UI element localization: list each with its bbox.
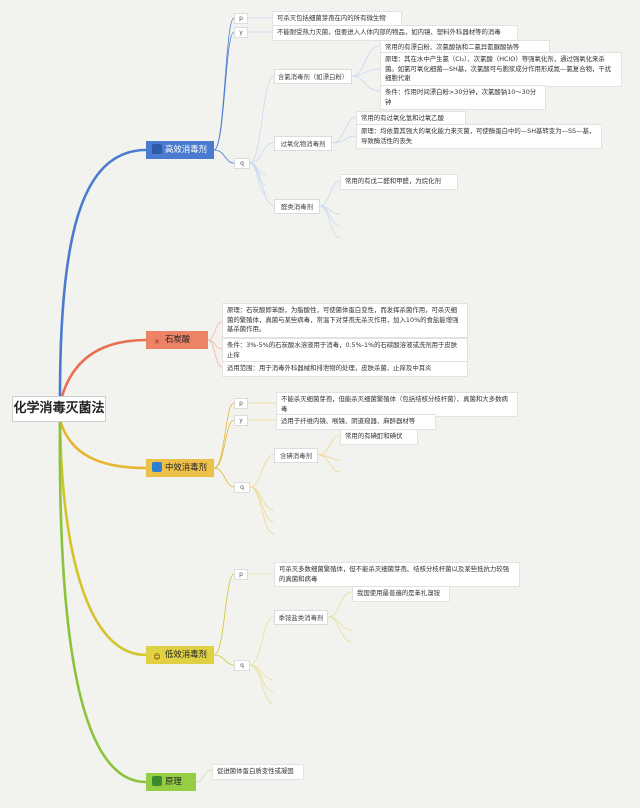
branch-low-efficiency[interactable]: ☺低效消毒剂 [146, 646, 214, 664]
tag-q[interactable]: q [234, 660, 250, 671]
tag-p[interactable]: p [234, 569, 248, 580]
link-root-b1 [58, 148, 147, 397]
tag-p[interactable]: p [234, 398, 248, 409]
b1-y-text: 不能耐受热力灭菌，但要进入人体内部的物品，如内镜、塑料外科器材等的消毒 [272, 25, 518, 41]
root-node[interactable]: 化学消毒灭菌法 [12, 396, 106, 422]
link-root-b3 [58, 419, 147, 470]
link-root-b4 [58, 419, 147, 657]
branch-medium-efficiency[interactable]: 中效消毒剂 [146, 459, 214, 477]
chlorine-disinfectant[interactable]: 含氯消毒剂（如漂白粉） [274, 69, 352, 84]
branch-label: 低效消毒剂 [165, 649, 207, 659]
branch-principle[interactable]: 原理 [146, 773, 196, 791]
emoji-icon: ☺ [152, 652, 162, 662]
branch-label: 石炭酸 [165, 334, 191, 344]
quat-item-1: 我国使用最普遍的是苯扎溴铵 [352, 586, 450, 602]
aldehyde-item-1: 常用的有戊二醛和甲醛，为烷化剂 [340, 174, 458, 190]
phenol-scope: 适用范围：用于消毒外科器械和排泄物的处理，皮肤杀菌、止痒及中耳炎 [222, 361, 468, 377]
b3-y-text: 适用于纤维内镜、喉镜、阴道窥器、麻醉器材等 [276, 414, 436, 430]
tag-q[interactable]: q [234, 482, 250, 493]
phenol-condition: 条件：3%-5%的石炭酸水溶液用于消毒，0.5%-1%的石碳酸溶液或洗剂用于皮肤… [222, 338, 468, 364]
tag-y[interactable]: y [234, 27, 248, 38]
aldehyde-disinfectant[interactable]: 醛类消毒剂 [274, 199, 320, 214]
link-root-b2 [58, 338, 147, 405]
phenol-principle: 原理：石炭酸即苯酚，为脂酸性，可使菌体蛋白变性，而发挥杀菌作用，可杀灭细菌的繁殖… [222, 303, 468, 338]
tag-y[interactable]: y [234, 415, 248, 426]
b4-p-text: 可杀灭多数细菌繁殖体，但不能杀灭细菌芽孢、结核分枝杆菌以及某些抵抗力较强的真菌和… [274, 562, 520, 588]
square-icon [152, 144, 162, 154]
tag-q[interactable]: q [234, 158, 250, 169]
tree-icon [152, 776, 162, 786]
tag-p[interactable]: p [234, 13, 248, 24]
link-root-b5 [58, 419, 147, 784]
iodine-disinfectant[interactable]: 含碘消毒剂 [274, 448, 318, 463]
branch-label: 原理 [165, 776, 182, 786]
tools-icon: ✕ [154, 338, 160, 346]
branch-high-efficiency[interactable]: 高效消毒剂 [146, 141, 214, 159]
quaternary-ammonium-disinfectant[interactable]: 季铵盐类消毒剂 [274, 610, 328, 625]
flag-icon [152, 462, 162, 472]
branch-label: 中效消毒剂 [165, 462, 207, 472]
peroxide-item-2: 原理：均依靠其强大的氧化能力来灭菌，可使酶蛋白中的—SH基转变为—SS—基，导致… [356, 124, 602, 150]
chlorine-item-3: 条件：作用时间漂白粉>30分钟，次氯酸钠10～30分钟 [380, 85, 546, 111]
principle-item-1: 促进菌体蛋白质变性或凝固 [212, 764, 304, 780]
iodine-item-1: 常用的有碘酊和碘伏 [340, 429, 418, 445]
branch-phenol[interactable]: ✕ 石炭酸 [146, 331, 208, 349]
chlorine-item-2: 原理：其在水中产生氯（Cl₂）、次氯酸（HClO）等强氧化剂，通过强氧化来杀菌。… [380, 52, 622, 87]
peroxide-disinfectant[interactable]: 过氧化物消毒剂 [274, 136, 332, 151]
branch-label: 高效消毒剂 [165, 144, 207, 154]
